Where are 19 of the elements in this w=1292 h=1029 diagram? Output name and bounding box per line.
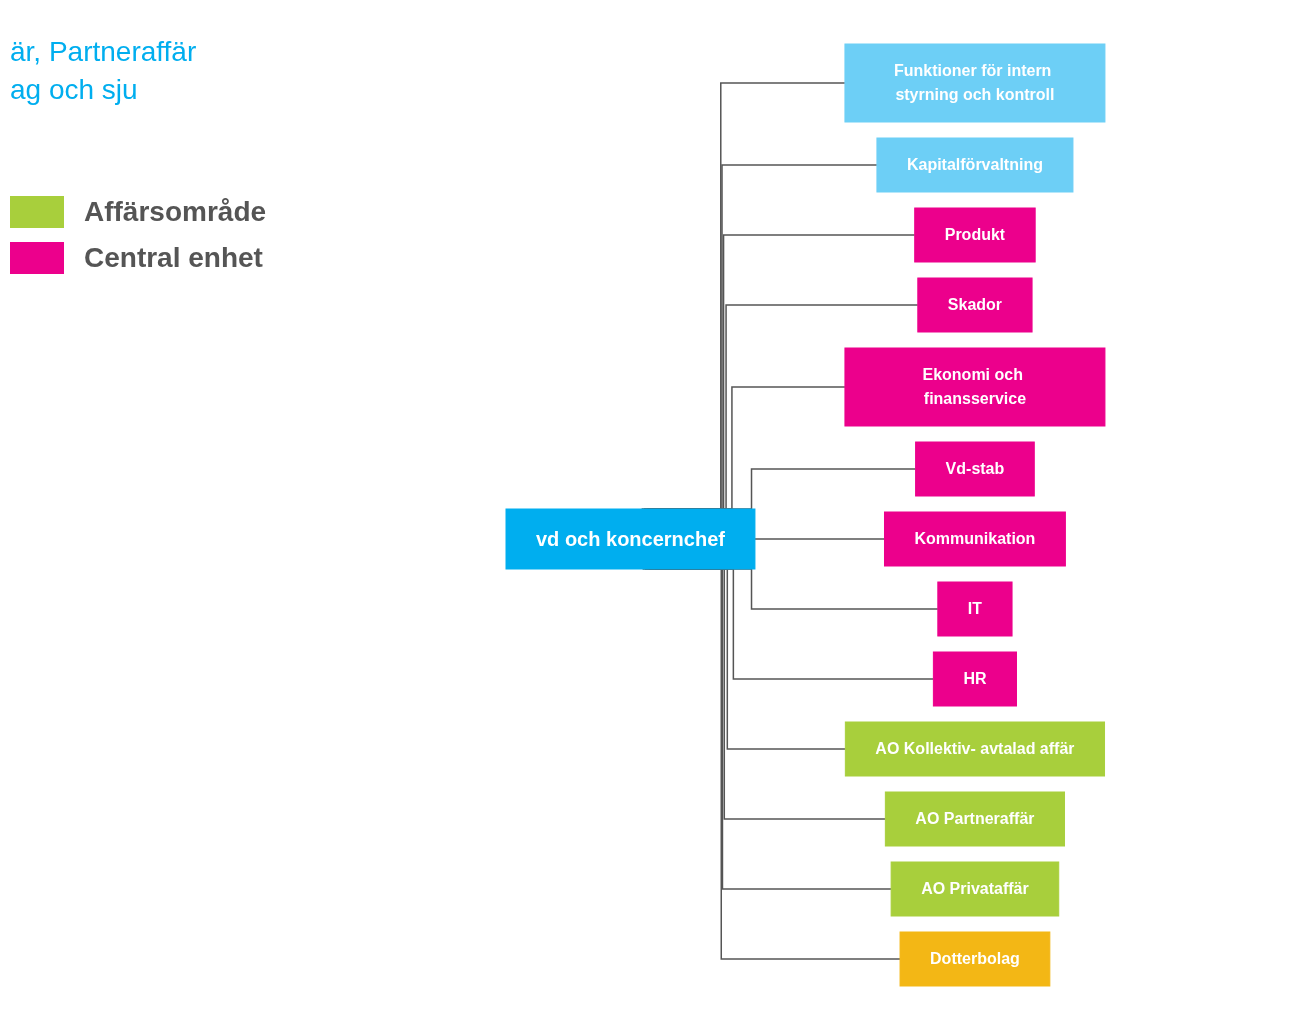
node-box: Funktioner för intern styrning och kontroll — [843, 43, 1105, 122]
node-box: Ekonomi och finansservice — [843, 347, 1105, 426]
heading-fragment: ag och sju — [10, 74, 139, 106]
node-box: Produkt — [913, 207, 1036, 262]
node-box: Kapitalförvaltning — [875, 137, 1073, 192]
node-box: AO Kollektiv- avtalad affär — [844, 721, 1105, 776]
heading-fragment: är, Partneraffär — [10, 36, 198, 68]
node-box: HR — [932, 651, 1017, 706]
node-box: Skador — [916, 277, 1033, 332]
node-box: Vd-stab — [914, 441, 1035, 496]
legend-label: Central enhet — [84, 242, 263, 274]
node-box: Kommunikation — [883, 511, 1066, 566]
node-box: IT — [936, 581, 1013, 636]
node-box: AO Privataffär — [890, 861, 1059, 916]
node-box: AO Partneraffär — [884, 791, 1065, 846]
node-box: vd och koncernchef — [505, 508, 755, 569]
node-box: Dotterbolag — [899, 931, 1050, 986]
legend-label: Affärsområde — [84, 196, 267, 228]
connector — [753, 537, 885, 540]
